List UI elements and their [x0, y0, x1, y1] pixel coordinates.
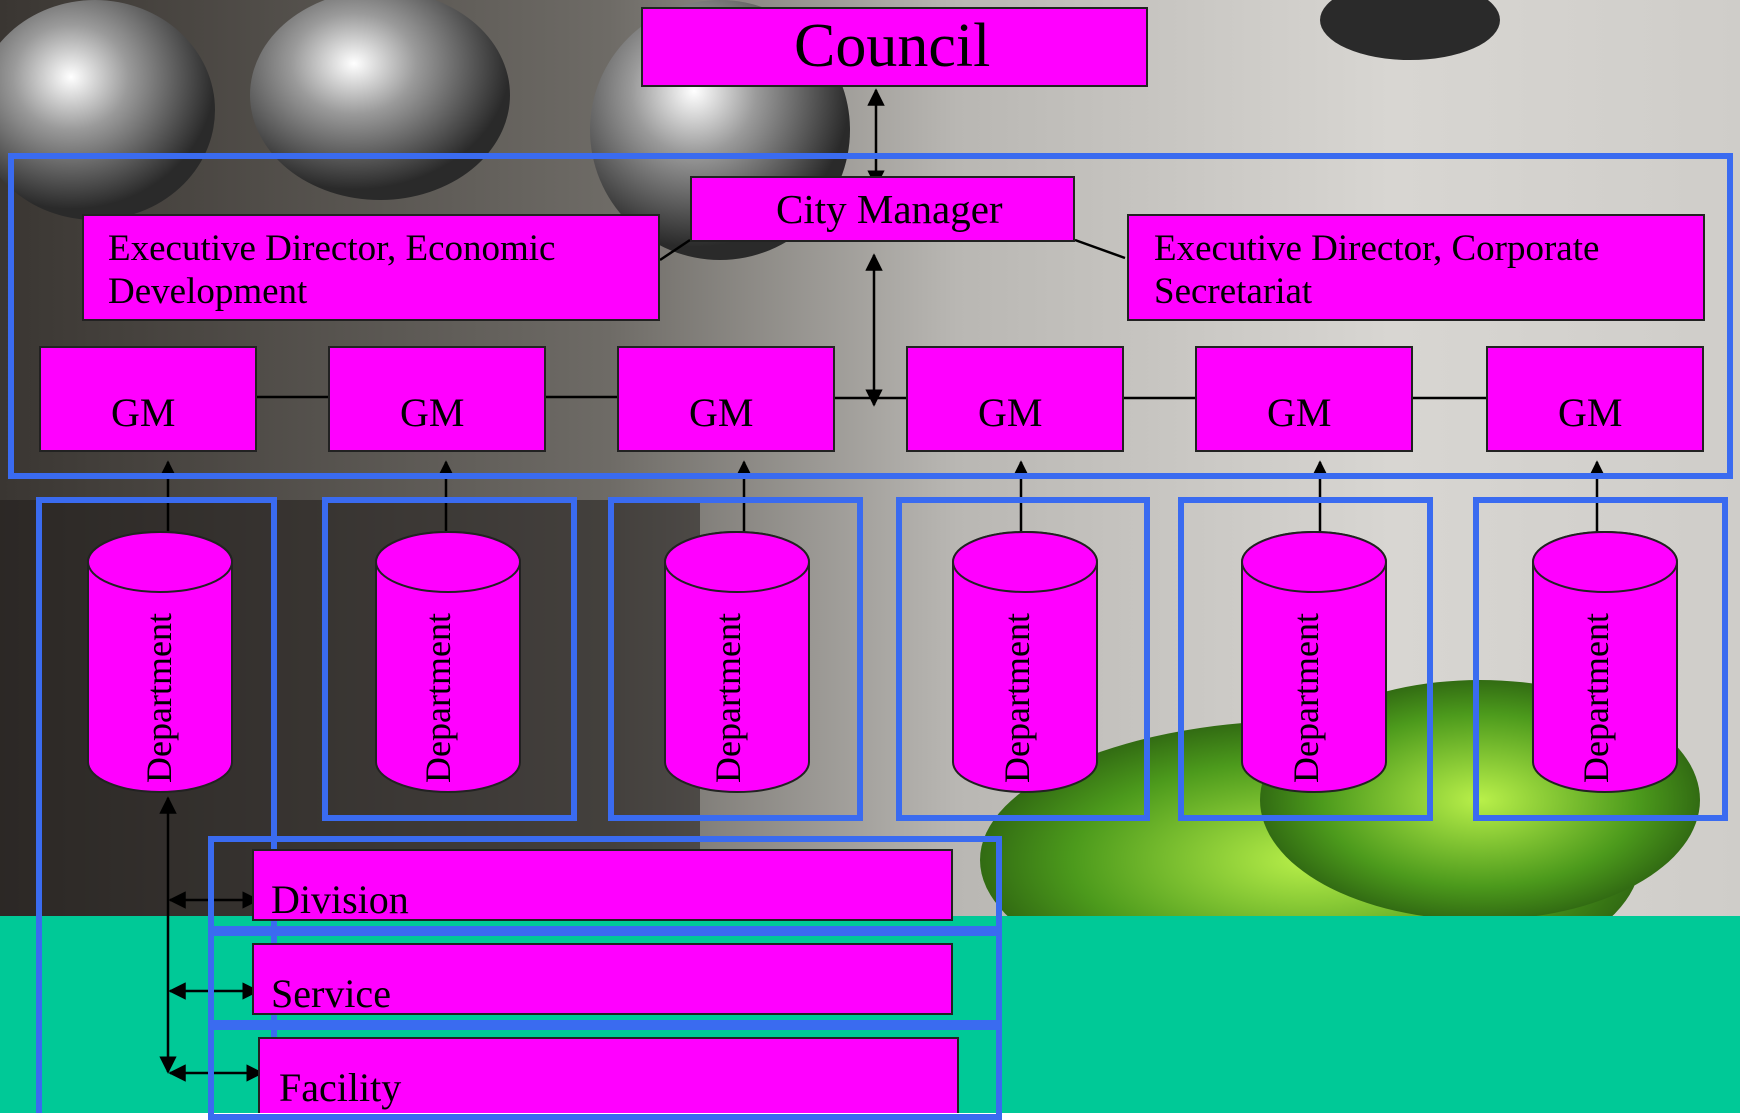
facility-label: Facility — [279, 1065, 402, 1110]
department-label: Department — [708, 613, 748, 783]
department-label: Department — [1286, 613, 1326, 783]
exec-director-economic-box: Executive Director, Economic Development — [82, 214, 660, 321]
department-frame — [322, 497, 577, 821]
facility-box: Facility — [258, 1037, 959, 1113]
gm-box: GM — [617, 346, 835, 452]
department-label: Department — [139, 613, 179, 783]
exec-director-corporate-box: Executive Director, Corporate Secretaria… — [1127, 214, 1705, 321]
council-box: Council — [641, 7, 1148, 87]
gm-label: GM — [1558, 390, 1623, 435]
division-box: Division — [252, 849, 953, 922]
gm-label: GM — [1267, 390, 1332, 435]
council-label: Council — [794, 12, 991, 80]
department-frame — [1178, 497, 1433, 821]
department-frame — [608, 497, 863, 821]
department-cylinder — [664, 531, 810, 793]
division-label: Division — [271, 877, 409, 922]
gm-box: GM — [39, 346, 257, 452]
gm-label: GM — [111, 390, 176, 435]
department-frame — [896, 497, 1150, 821]
city-manager-box: City Manager — [690, 176, 1075, 242]
department-cylinder — [1532, 531, 1678, 793]
manager-exec-left-line — [659, 238, 691, 262]
service-box: Service — [252, 943, 953, 1016]
management-frame — [8, 153, 1733, 479]
service-label: Service — [271, 971, 391, 1016]
gm-label: GM — [400, 390, 465, 435]
manager-exec-right-line — [1074, 238, 1126, 260]
department-label: Department — [1576, 613, 1616, 783]
department-label: Department — [418, 613, 458, 783]
gm-box: GM — [1195, 346, 1413, 452]
subunit-frame — [208, 930, 1002, 1026]
gm-box: GM — [906, 346, 1124, 452]
exec-director-economic-label: Executive Director, Economic Development — [108, 228, 556, 312]
department-cylinder — [87, 531, 233, 793]
gm-box: GM — [328, 346, 546, 452]
city-manager-label: City Manager — [776, 186, 1003, 232]
department-label: Department — [997, 613, 1037, 783]
department-frame — [1473, 497, 1728, 821]
department-cylinder — [375, 531, 521, 793]
gm-label: GM — [978, 390, 1043, 435]
department-frame — [36, 497, 277, 1113]
gm-box: GM — [1486, 346, 1704, 452]
department-cylinder — [952, 531, 1098, 793]
gm-label: GM — [689, 390, 754, 435]
subunit-frame — [208, 836, 1002, 932]
department-cylinder — [1241, 531, 1387, 793]
exec-director-corporate-label: Executive Director, Corporate Secretaria… — [1154, 228, 1600, 312]
